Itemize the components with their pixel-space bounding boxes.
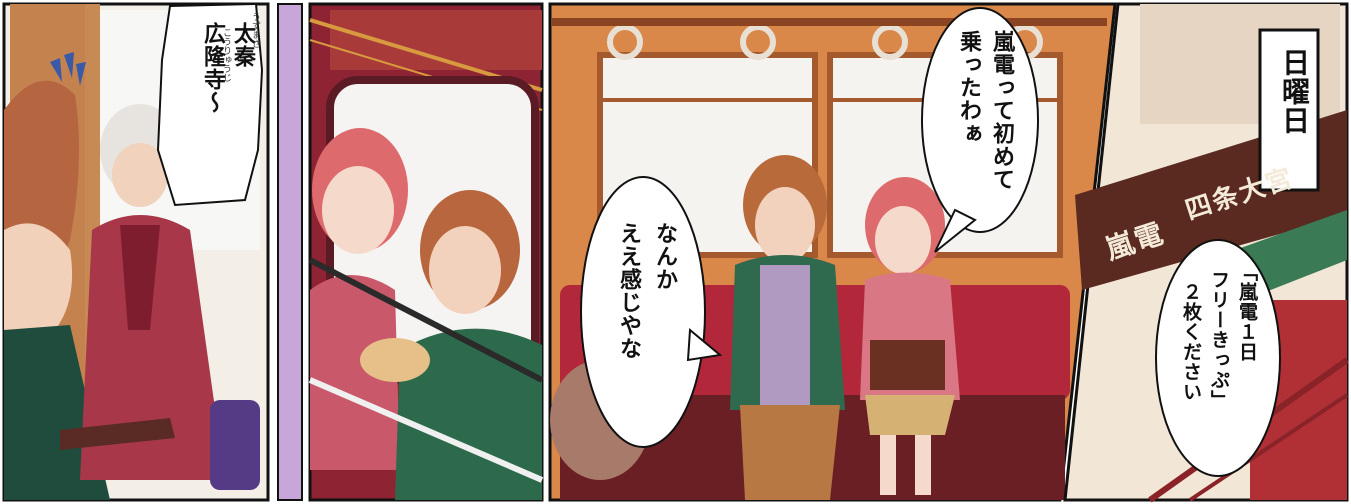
bubble-text-line: ええ感じやな bbox=[616, 222, 641, 360]
bubble-text-line: 「嵐電１日 bbox=[1236, 262, 1258, 362]
bubble-text-line: フリーきっぷ」 bbox=[1208, 270, 1230, 410]
gutter-bar bbox=[277, 3, 303, 501]
speech-bubble-panel4-top bbox=[921, 7, 1039, 233]
speech-bubble-panel4-bottom bbox=[580, 176, 706, 448]
panel-2 bbox=[308, 2, 544, 502]
bubble-text-line: なんか bbox=[652, 222, 677, 291]
bubble-text-line: ２枚ください bbox=[1180, 282, 1202, 402]
speech-bubble-panel5 bbox=[1155, 239, 1281, 477]
speech-bubble-panel1 bbox=[156, 2, 264, 207]
bubble-text-line: 広隆寺～ bbox=[200, 22, 225, 114]
bubble-text-line: 嵐電って初めて bbox=[989, 30, 1014, 191]
bubble-text-line: 太秦 bbox=[230, 22, 255, 68]
surprise-marks bbox=[50, 52, 86, 86]
ruby-text: うずまさ bbox=[250, 12, 260, 48]
caption-text: 日曜日 bbox=[1278, 48, 1311, 135]
caption-box bbox=[1258, 28, 1320, 192]
bubble-text-line: 乗ったわぁ bbox=[956, 30, 981, 145]
ruby-text: こうりゅうじ bbox=[221, 28, 231, 82]
